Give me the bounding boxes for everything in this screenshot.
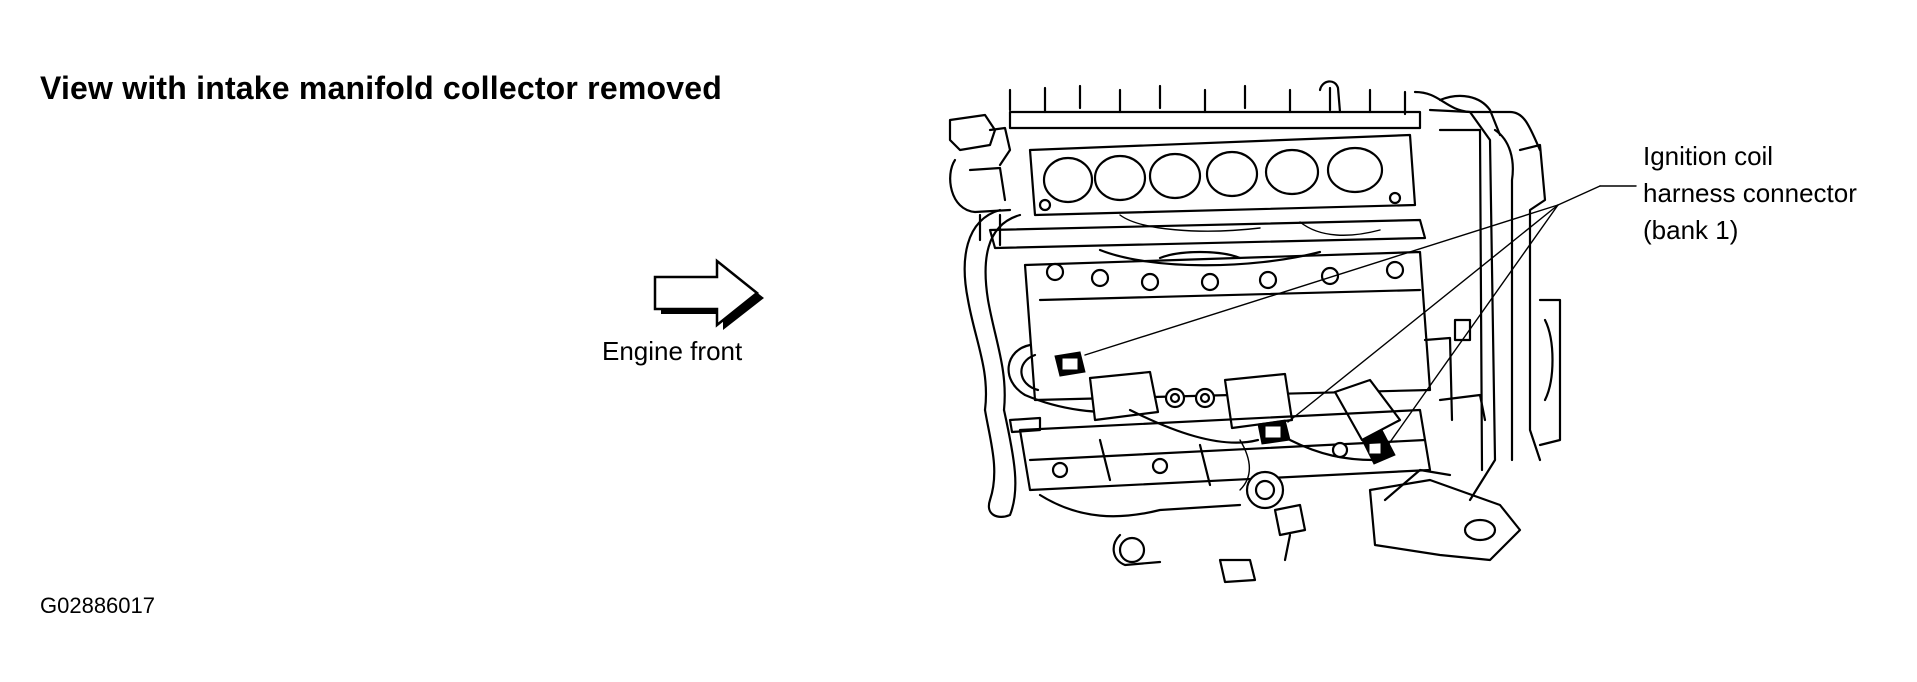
diagram-title: View with intake manifold collector remo…: [40, 70, 722, 106]
engine-front-label: Engine front: [602, 336, 743, 366]
callout-line-3: (bank 1): [1643, 215, 1739, 245]
callout-line-2: harness connector: [1643, 178, 1857, 208]
callout-line-1: Ignition coil: [1643, 141, 1774, 171]
callout-leader-lines: [1084, 185, 1637, 446]
callout-label: Ignition coil harness connector (bank 1): [1643, 138, 1857, 249]
figure-code: G02886017: [40, 593, 155, 618]
right-arrow-icon: [653, 258, 764, 330]
engine-drawing: [948, 80, 1562, 584]
